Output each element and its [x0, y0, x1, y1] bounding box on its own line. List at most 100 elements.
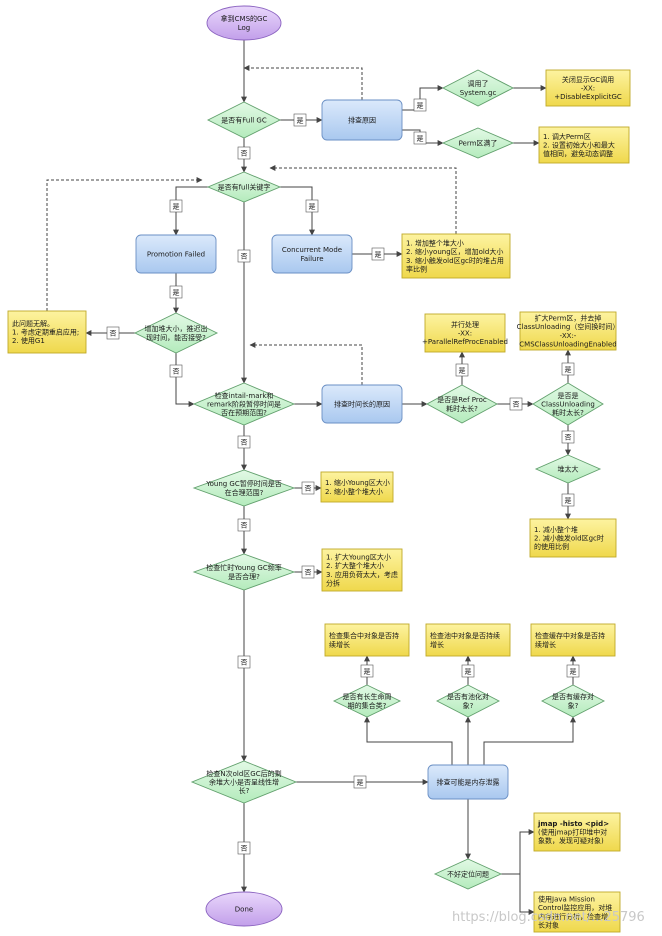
- node-text-line: 1. 扩大Young区大小: [326, 553, 391, 562]
- edge-label-yes: 是: [461, 664, 475, 678]
- decision-diamond: [426, 384, 498, 424]
- edge-label-text: 是: [459, 367, 466, 375]
- edge-label-text: 是: [375, 251, 382, 259]
- edge-label-no: 否: [237, 435, 251, 449]
- edge-label-text: 是: [465, 668, 472, 676]
- node-text-line: 续增长: [535, 640, 556, 649]
- note-box: [533, 812, 621, 852]
- decision-diamond: [541, 684, 605, 718]
- note-box: [321, 548, 403, 592]
- node-text-line: 是否合理?: [228, 572, 260, 581]
- edge-12: [269, 165, 457, 234]
- node-text-line: Log: [238, 24, 251, 32]
- edge-label-box: [293, 113, 307, 127]
- node-text-line: System.gc: [460, 89, 497, 97]
- edge-label-yes: 是: [455, 363, 469, 377]
- note-box: [424, 313, 506, 353]
- node-d-keywords: 是否有full关键字: [206, 171, 282, 203]
- decision-diamond: [133, 312, 219, 354]
- node-y-unsolved: 此问题无解。1. 考虑定期重启应用;2. 使用G1: [7, 310, 87, 354]
- node-text-line: 1. 增加整个堆大小: [406, 239, 464, 248]
- edge-label-text: 否: [241, 439, 248, 447]
- edge-label-text: 是: [297, 117, 304, 125]
- decision-diamond: [206, 171, 282, 203]
- node-text-line: 关闭显示GC调用: [562, 75, 614, 84]
- edge-39: [501, 873, 535, 915]
- node-text-line: Perm区满了: [459, 139, 498, 148]
- node-text-line: Failure: [300, 255, 323, 263]
- edge-label-no: 否: [509, 397, 523, 411]
- edge-label-box: [237, 249, 251, 263]
- process-box: [427, 764, 509, 800]
- node-text-line: 2. 缩小整个堆大小: [325, 487, 383, 496]
- node-text-line: 调用了: [468, 79, 489, 88]
- node-text-line: 象?: [568, 701, 579, 710]
- edge-15: [46, 177, 203, 311]
- edge-label-box: [461, 664, 475, 678]
- node-d-perm-full: Perm区满了: [441, 127, 515, 159]
- node-d-hard-locate: 不好定位问题: [433, 858, 503, 890]
- node-text-line: 长?: [239, 786, 250, 795]
- node-text-line: 分拆: [326, 578, 340, 587]
- node-text-line: 检查intail-mark和: [215, 391, 274, 400]
- edge-label-box: [237, 518, 251, 532]
- edge-label-text: 否: [305, 569, 312, 577]
- edge-label-box: [305, 199, 319, 213]
- edge-label-no: 否: [301, 565, 315, 579]
- note-box: [425, 623, 511, 657]
- node-text-line: 1. 减小整个堆: [534, 525, 578, 534]
- edge-label-box: [413, 98, 427, 112]
- node-text-line: 是否有full关键字: [218, 183, 271, 192]
- node-text-line: 在合理范围?: [225, 488, 264, 497]
- edge-label-yes: 是: [169, 285, 183, 299]
- node-text-line: 是否有缓存对: [552, 692, 594, 701]
- edge-label-yes: 是: [360, 664, 374, 678]
- node-text-line: 续增长: [329, 640, 350, 649]
- node-p-memory-leak: 排查可能是内存泄露: [427, 764, 509, 800]
- process-box: [271, 234, 353, 274]
- node-text-line: 3. 应用负荷太大，考虑: [326, 570, 398, 579]
- node-text-line: 1. 缩小Young区大小: [325, 478, 390, 487]
- node-text-line: 值相同，避免动态调整: [543, 149, 613, 158]
- node-p-find-cause: 排查原因: [321, 99, 403, 141]
- node-text-line: -XX:-: [560, 332, 577, 340]
- node-text-line: ClassUnloading（空间换时间）: [517, 322, 620, 331]
- edge-label-text: 否: [241, 845, 248, 853]
- node-text-line: 此问题无解。: [12, 319, 54, 328]
- edge-label-text: 是: [173, 289, 180, 297]
- process-box: [321, 99, 403, 141]
- node-text-line: 耗时太长?: [446, 404, 478, 413]
- note-box: [320, 471, 394, 503]
- node-text-line: 象?: [463, 701, 474, 710]
- note-box: [533, 891, 621, 933]
- node-text-line: 是否有长生命周: [343, 692, 392, 701]
- node-text-line: 增长: [430, 640, 444, 649]
- node-text-line: Done: [235, 906, 253, 914]
- edge-32: [364, 716, 453, 765]
- edge-label-text: 否: [241, 150, 248, 158]
- node-y-disable-gc: 关闭显示GC调用-XX:+DisableExplicitGC: [545, 69, 631, 107]
- node-p-long-time: 排查时间长的原因: [321, 384, 403, 424]
- edge-label-yes: 是: [413, 131, 427, 145]
- edge-label-text: 否: [173, 368, 180, 376]
- edges-layer: [46, 40, 576, 915]
- edge-label-text: 否: [241, 522, 248, 530]
- edge-label-box: [169, 364, 183, 378]
- edge-38: [501, 829, 535, 875]
- node-text-line: Young GC暂停时间是否: [205, 479, 281, 488]
- edge-labels-layer: 是是是否是是否是是否否否是否是否是否否否否是是是是否: [106, 98, 580, 855]
- edge-label-text: 否: [565, 434, 572, 442]
- decision-diamond: [532, 382, 604, 426]
- node-text-line: 余堆大小是否呈线性增: [209, 778, 279, 787]
- node-text-line: 内存进行分析，检查增: [538, 912, 608, 921]
